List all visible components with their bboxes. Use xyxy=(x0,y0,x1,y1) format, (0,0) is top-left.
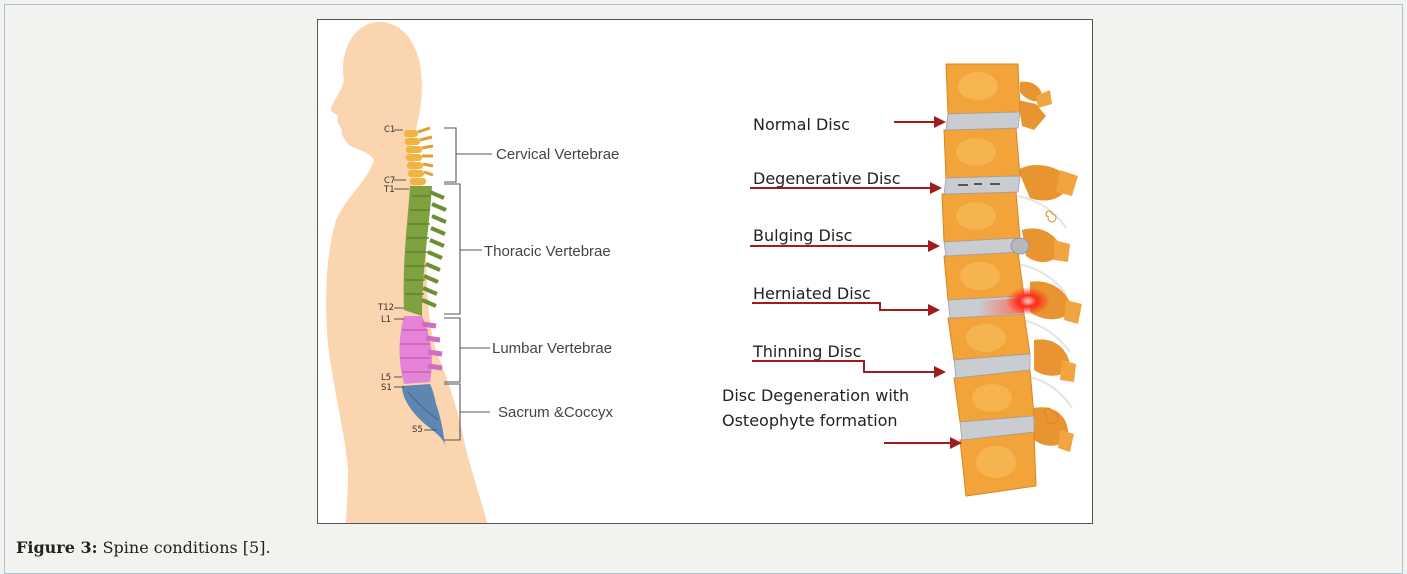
marker-s1: S1 xyxy=(381,383,392,393)
label-thinning-disc: Thinning Disc xyxy=(752,342,861,361)
caption-label: Figure 3: xyxy=(16,538,97,557)
label-disc-degeneration: Disc Degeneration with xyxy=(722,386,909,405)
label-lumbar: Lumbar Vertebrae xyxy=(492,340,612,357)
label-cervical: Cervical Vertebrae xyxy=(496,146,619,163)
region-labels: Cervical Vertebrae Thoracic Vertebrae Lu… xyxy=(484,146,619,421)
marker-l1: L1 xyxy=(381,315,391,325)
figure-image: C1 C7 T1 T12 L1 L5 S1 S5 xyxy=(317,19,1093,524)
marker-t12: T12 xyxy=(377,303,394,313)
vertebral-column xyxy=(942,64,1082,496)
label-degenerative-disc: Degenerative Disc xyxy=(753,169,901,188)
label-osteophyte: Osteophyte formation xyxy=(722,411,898,430)
marker-c1: C1 xyxy=(384,125,395,135)
marker-s5: S5 xyxy=(412,425,423,435)
caption-text: Spine conditions [5]. xyxy=(97,538,270,557)
marker-t1: T1 xyxy=(383,185,395,195)
marker-l5: L5 xyxy=(381,373,391,383)
figure-caption: Figure 3: Spine conditions [5]. xyxy=(16,538,271,557)
label-bulging-disc: Bulging Disc xyxy=(753,226,852,245)
condition-labels: Normal Disc Degenerative Disc Bulging Di… xyxy=(722,115,909,430)
label-sacrum: Sacrum &Coccyx xyxy=(498,404,614,421)
label-normal-disc: Normal Disc xyxy=(753,115,850,134)
label-thoracic: Thoracic Vertebrae xyxy=(484,243,611,260)
spine-illustration: C1 C7 T1 T12 L1 L5 S1 S5 xyxy=(318,20,1093,524)
label-herniated-disc: Herniated Disc xyxy=(753,284,871,303)
